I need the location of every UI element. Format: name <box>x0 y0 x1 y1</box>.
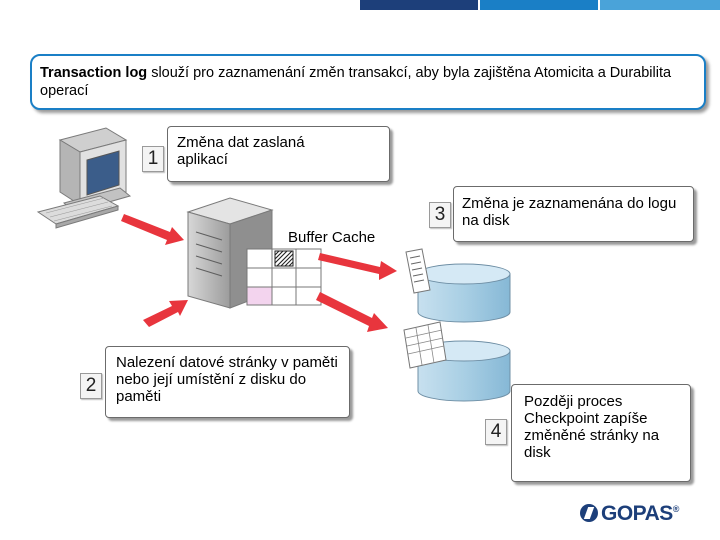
log-disk-icon <box>405 248 511 323</box>
title-bold-text: Transaction log <box>40 65 148 81</box>
step-3-number: 3 <box>429 202 451 228</box>
step-3-callout: Změna je zaznamenána do logu na disk <box>453 186 694 242</box>
flow-arrows <box>121 214 397 332</box>
data-disk-icon <box>403 321 511 402</box>
arrow-1 <box>121 214 184 245</box>
step-2-number: 2 <box>80 373 102 399</box>
gopas-logo-mark-icon <box>580 504 598 522</box>
title-rest-text: slouží pro zaznamenání změn transakcí, a… <box>40 65 672 99</box>
step-3-text: Změna je zaznamenána do logu na disk <box>462 195 677 229</box>
page-title: Transaction log slouží pro zaznamenání z… <box>40 64 690 100</box>
arrow-2 <box>143 300 188 327</box>
accent-bar-mid <box>480 0 598 10</box>
step-4-number: 4 <box>485 419 507 445</box>
server-icon <box>186 197 274 309</box>
buffer-cache-grid <box>246 248 322 306</box>
header-callout: Transaction log slouží pro zaznamenání z… <box>30 54 706 110</box>
step-1-text: Změna dat zaslaná aplikací <box>177 134 305 168</box>
step-4-callout: Později proces Checkpoint zapíše změněné… <box>511 384 691 482</box>
step-1-number: 1 <box>142 146 164 172</box>
accent-bar-dark <box>360 0 478 10</box>
step-2-text: Nalezení datové stránky v paměti nebo je… <box>116 354 338 405</box>
gopas-logo-registered: ® <box>672 504 680 514</box>
computer-icon <box>36 127 132 229</box>
arrow-4 <box>316 292 388 332</box>
buffer-cache-label: Buffer Cache <box>288 229 376 246</box>
gopas-logo: GOPAS® <box>580 502 679 526</box>
step-2-callout: Nalezení datové stránky v paměti nebo je… <box>105 346 350 418</box>
accent-bar-light <box>600 0 720 10</box>
step-4-text: Později proces Checkpoint zapíše změněné… <box>524 393 660 461</box>
arrow-3 <box>318 253 397 280</box>
gopas-logo-text: GOPAS <box>601 502 673 525</box>
step-1-callout: Změna dat zaslaná aplikací <box>167 126 390 182</box>
